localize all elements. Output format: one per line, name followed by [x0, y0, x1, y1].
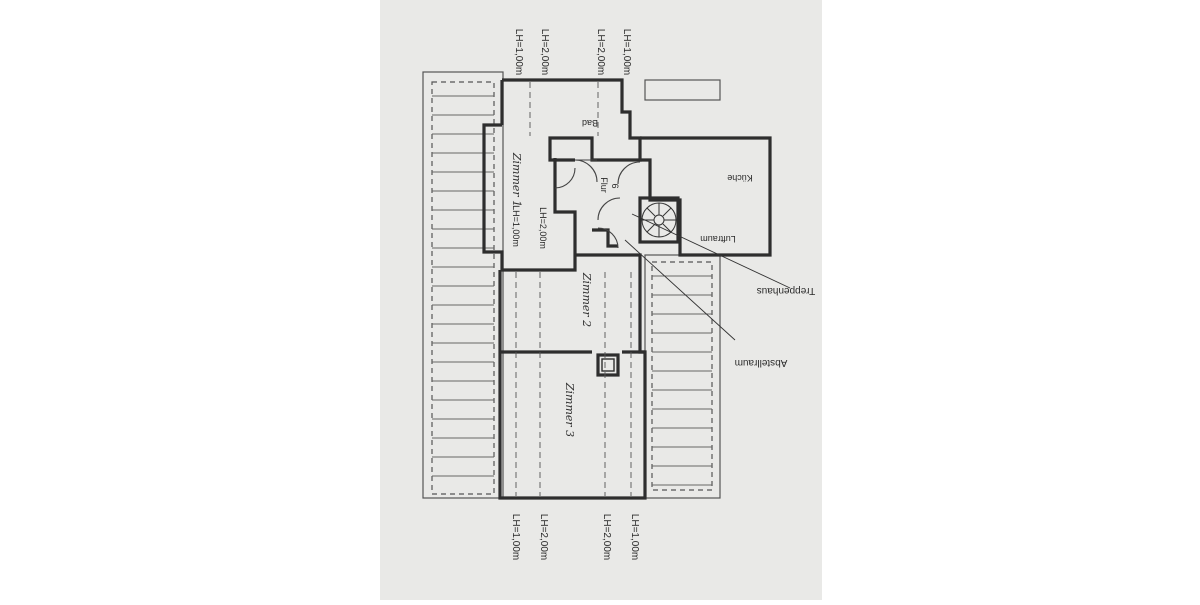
top-lh-label: LH=2,00m: [595, 29, 606, 75]
room-label-zimmer3: Zimmer 3: [563, 382, 576, 437]
callout-abstellraum: Abstellraum: [735, 357, 788, 368]
room-label-zimmer2: Zimmer 2: [580, 272, 593, 327]
roof-outline: [422, 71, 721, 499]
room-label-flur-number: 6: [610, 183, 620, 188]
bottom-height-labels: LH=1,00m LH=2,00m LH=2,00m LH=1,00m: [510, 514, 640, 560]
exterior-walls: [482, 78, 772, 500]
room-label-kueche: Küche: [727, 173, 753, 183]
ceiling-height-lines: [515, 82, 632, 496]
room-lh-label-1: LH=2,00m: [538, 207, 548, 249]
room-label-bad: Bad: [582, 118, 598, 128]
callout-lines: [624, 213, 791, 341]
room-lh-label-2: LH=1,00m: [511, 205, 521, 247]
room-label-luftraum: Luftraum: [700, 234, 736, 244]
top-lh-label: LH=1,00m: [621, 29, 632, 75]
callout-treppenhaus: Treppenhaus: [757, 285, 816, 296]
top-lh-label: LH=1,00m: [513, 29, 524, 75]
bottom-lh-label: LH=2,00m: [538, 514, 549, 560]
paper-sheet: [380, 0, 822, 600]
room-label-zimmer1: Zimmer 1: [510, 152, 523, 207]
bottom-lh-label: LH=1,00m: [510, 514, 521, 560]
door-swings: [554, 159, 641, 249]
bottom-lh-label: LH=2,00m: [601, 514, 612, 560]
top-lh-label: LH=2,00m: [539, 29, 550, 75]
room-label-flur: Flur: [599, 177, 609, 193]
bottom-lh-label: LH=1,00m: [629, 514, 640, 560]
top-height-labels: LH=1,00m LH=2,00m LH=2,00m LH=1,00m: [513, 29, 632, 75]
